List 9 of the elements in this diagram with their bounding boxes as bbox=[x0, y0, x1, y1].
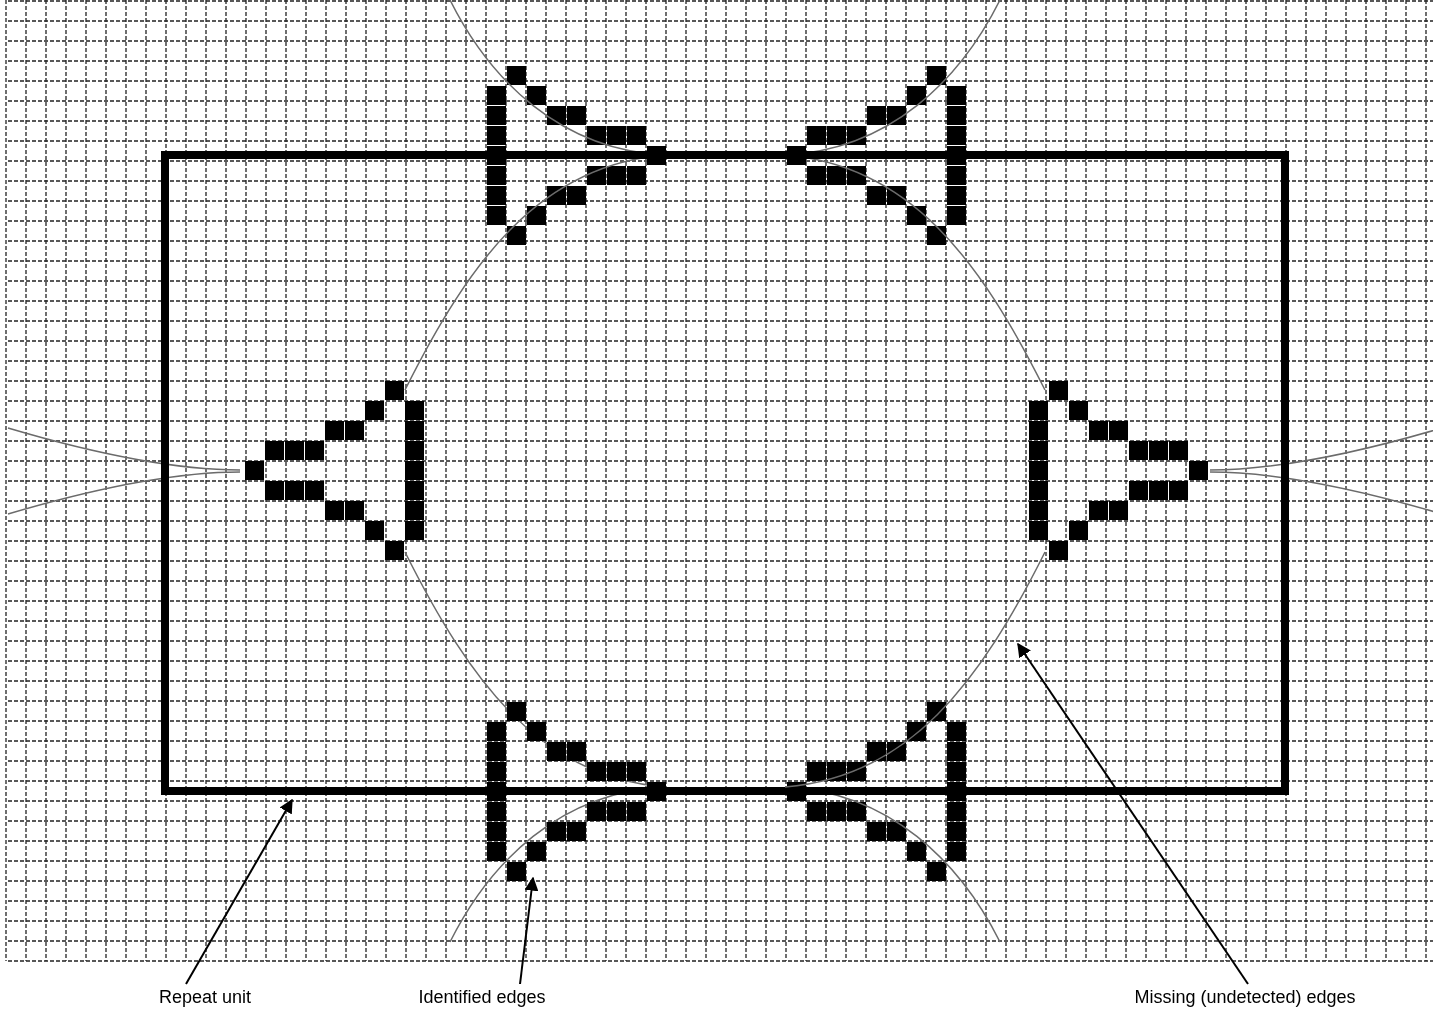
leader-arrow bbox=[185, 798, 293, 985]
callout-label: Repeat unit bbox=[158, 987, 252, 1007]
leader-arrow bbox=[1017, 642, 1249, 985]
callout-label: Missing (undetected) edges bbox=[1134, 987, 1356, 1007]
repeat-unit-rectangle bbox=[161, 151, 1289, 795]
boundary-curve bbox=[784, 551, 1046, 788]
leader-arrow bbox=[519, 876, 539, 985]
edge-pixel-cluster bbox=[487, 702, 666, 881]
callout-label: Identified edges bbox=[418, 987, 546, 1007]
